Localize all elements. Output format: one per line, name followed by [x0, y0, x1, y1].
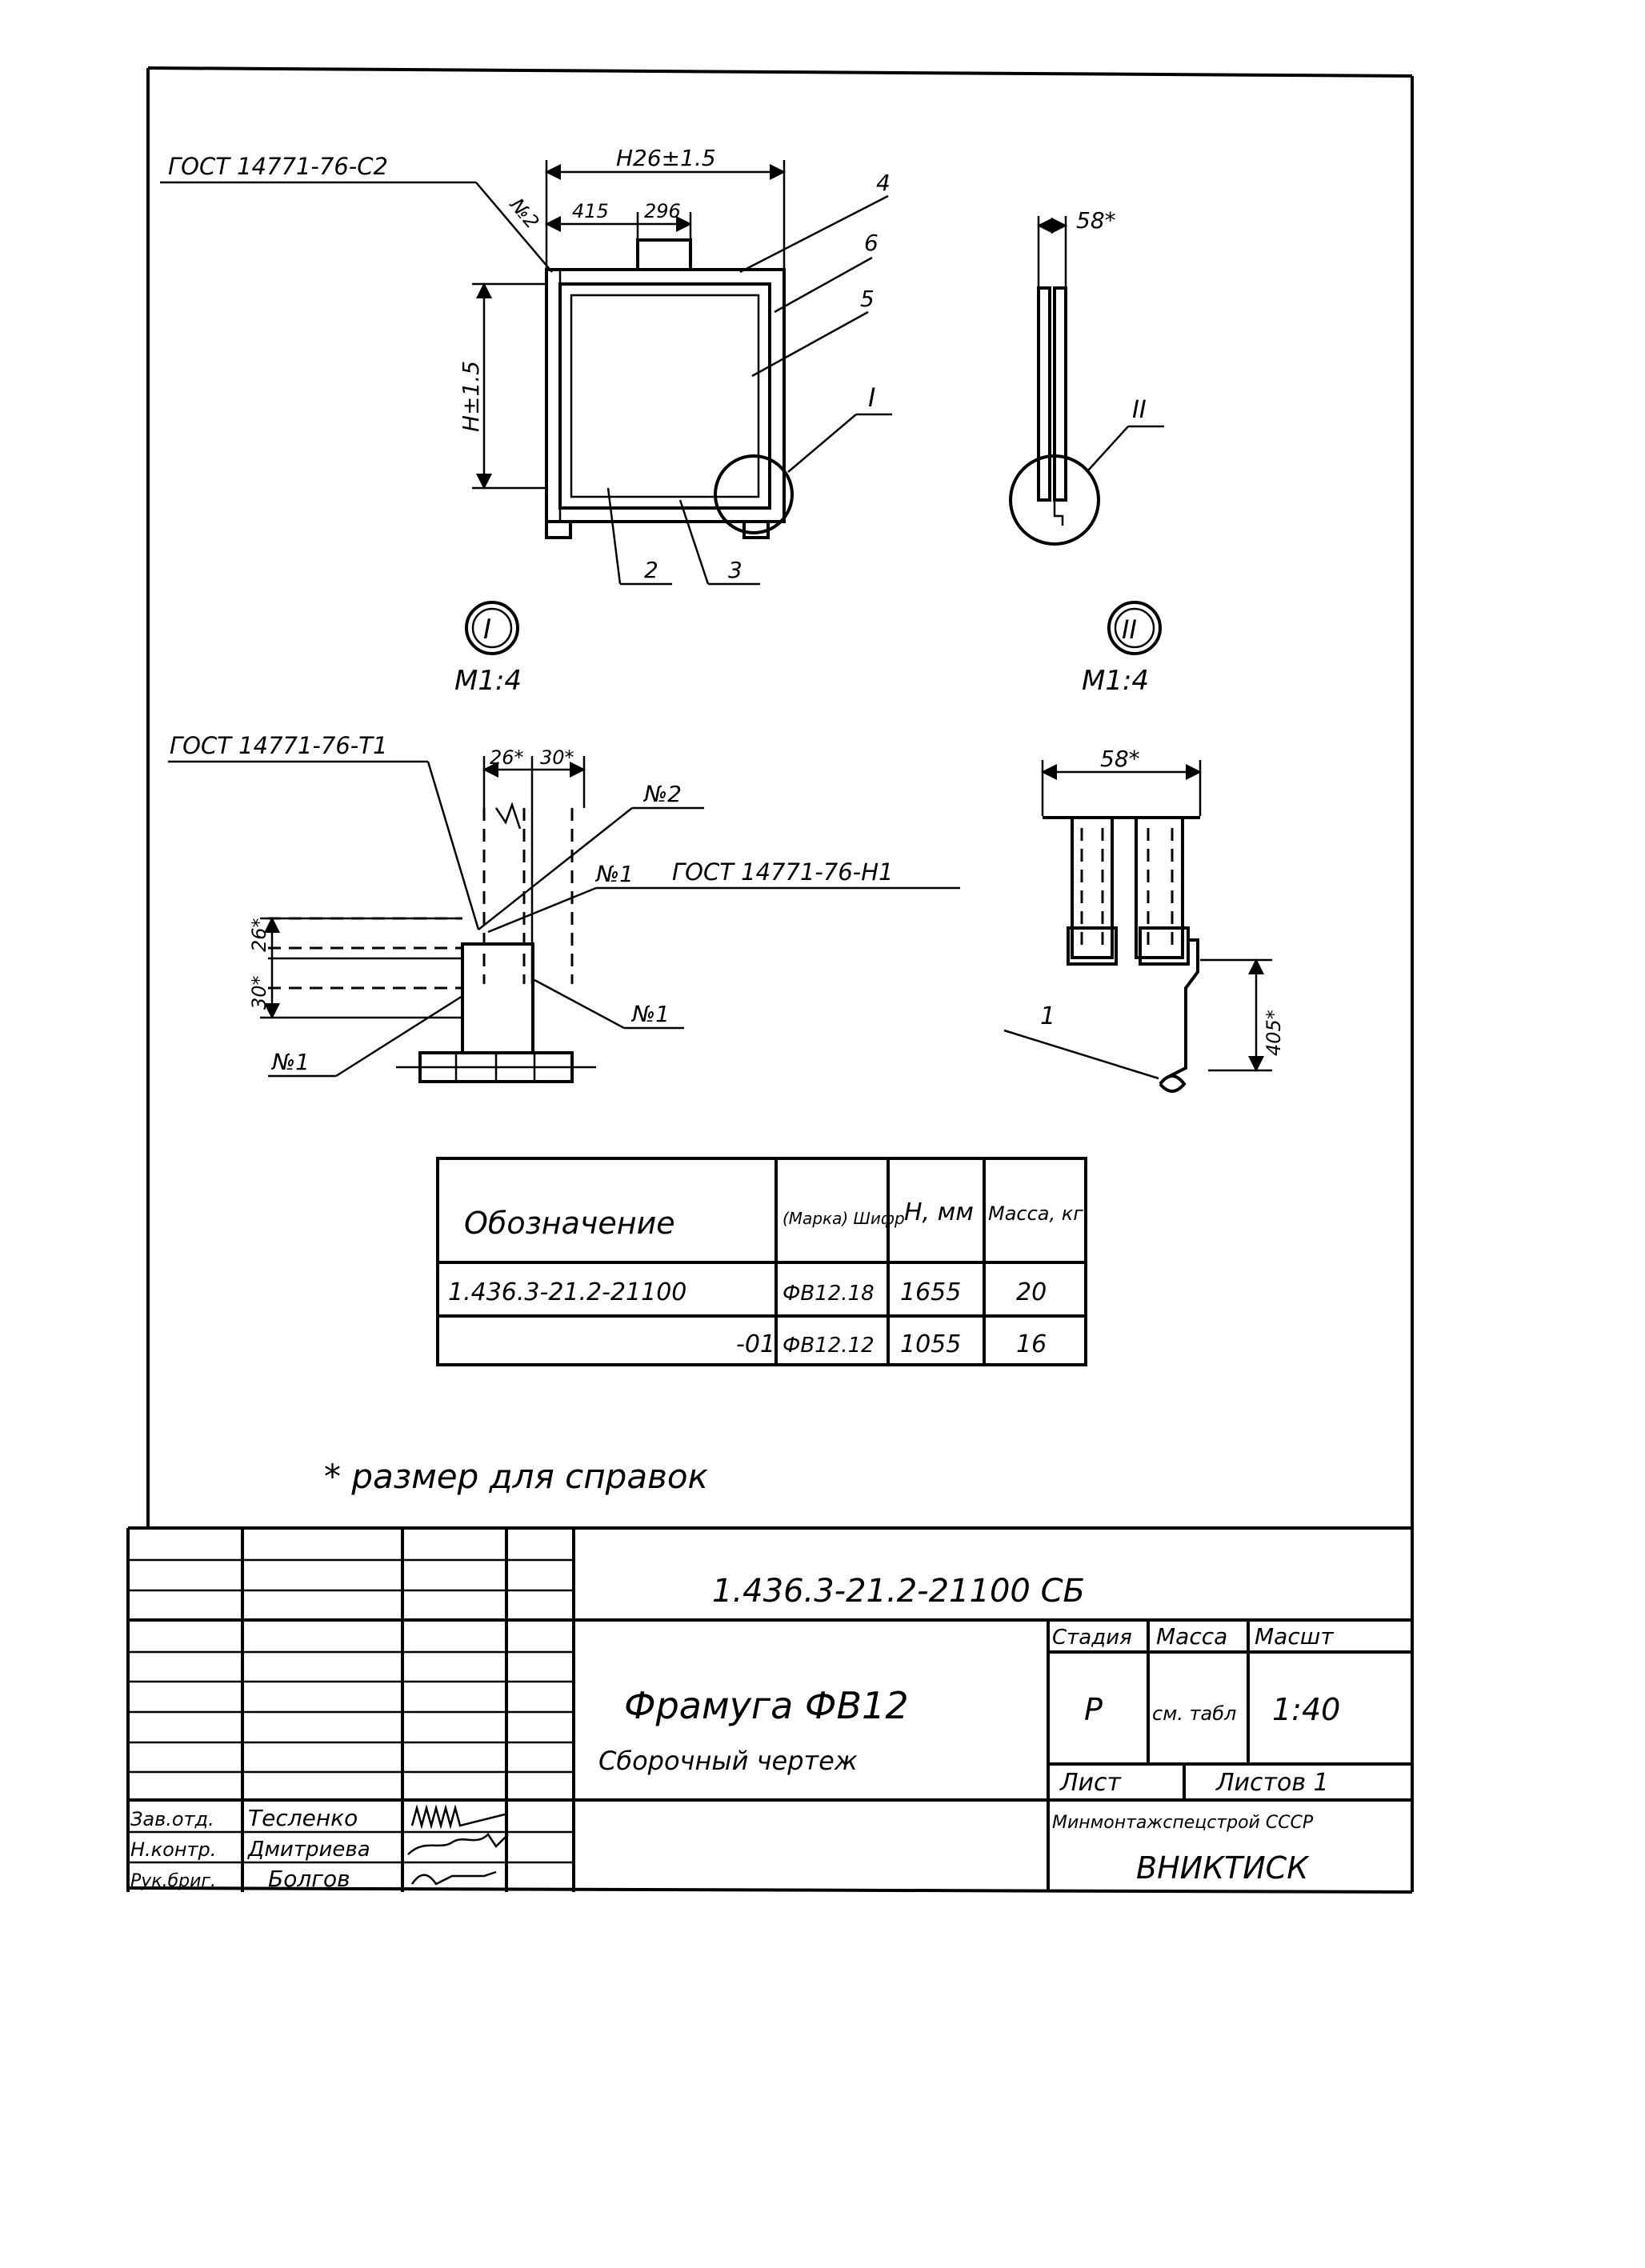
spec-row1-designation: 1.436.3-21.2-21100 — [448, 1278, 686, 1306]
signer-name-3: Болгов — [268, 1866, 350, 1892]
signature-1 — [410, 1804, 509, 1830]
signer-name-2: Дмитриева — [247, 1838, 370, 1862]
stage-value: Р — [1084, 1692, 1103, 1727]
doc-code: 1.436.3-21.2-21100 СБ — [712, 1573, 1085, 1610]
detail-dim-26-label: 26* — [490, 746, 524, 769]
detail-dim-v30-label: 30* — [248, 975, 270, 1010]
frame-front-dimensions — [160, 160, 892, 586]
callout-II-roman: II — [1122, 614, 1137, 645]
sheet-label: Лист — [1059, 1769, 1123, 1797]
mass-header: Масса — [1156, 1623, 1227, 1650]
dim-415-label: 415 — [572, 200, 609, 222]
detail-I-labels: ГОСТ 14771-76-Т1 ГОСТ 14771-76-Н1 26* 30… — [170, 732, 894, 1075]
spec-row1-mass: 20 — [1016, 1278, 1047, 1306]
callout-I-scale: M1:4 — [454, 665, 522, 697]
detail2-leader-1-label: 1 — [1040, 1002, 1055, 1030]
leader-5-label: 5 — [860, 286, 875, 312]
scale-value: 1:40 — [1272, 1692, 1340, 1727]
side-section-II-label: II — [1132, 396, 1147, 424]
mass-value: см. табл — [1152, 1702, 1236, 1725]
signer-name-1: Тесленко — [248, 1805, 358, 1831]
spec-row2-height: 1055 — [900, 1330, 961, 1358]
sheet-frame — [127, 66, 1414, 1894]
frame-front-view — [545, 238, 786, 539]
spec-row1-height: 1655 — [900, 1278, 961, 1306]
frame-front-labels: ГОСТ 14771-76-С2 H26±1.5 415 296 №2 H±1.… — [168, 145, 891, 583]
frame-side-view — [1009, 216, 1164, 546]
detail2-dim-405-label: 405* — [1263, 1010, 1285, 1056]
spec-table-text: Обозначение (Марка) Шифр Н, мм Масса, кг… — [448, 1198, 1083, 1358]
reference-note: * размер для справок — [324, 1457, 709, 1496]
weld-n1-left-label: №1 — [270, 1049, 310, 1075]
weld-n2-label: №2 — [505, 193, 544, 233]
title-line2: Сборочный чертеж — [598, 1746, 858, 1776]
callout-I: I M1:4 — [454, 601, 522, 697]
callout-I-roman: I — [483, 614, 491, 646]
detail-II-drawing — [1003, 760, 1272, 1093]
leader-4-label: 4 — [876, 170, 891, 196]
leader-I-label: I — [868, 382, 875, 413]
title-line1: Фрамуга ФВ12 — [624, 1684, 909, 1727]
spec-row2-mass: 16 — [1016, 1330, 1047, 1358]
spec-row1-mark: ФВ12.18 — [782, 1282, 875, 1306]
org-name-1: Минмонтажспецстрой СССР — [1052, 1813, 1314, 1833]
signer-role-3: Рук.бриг. — [130, 1871, 216, 1891]
callout-II-scale: M1:4 — [1082, 665, 1149, 697]
spec-header-height: Н, мм — [904, 1198, 974, 1226]
sheets-label: Листов 1 — [1215, 1769, 1329, 1797]
detail-dim-v26-label: 26* — [248, 918, 270, 952]
gost-c2-label: ГОСТ 14771-76-С2 — [168, 153, 388, 180]
scale-header: Масшт — [1255, 1623, 1334, 1650]
signer-role-1: Зав.отд. — [130, 1808, 214, 1830]
spec-header-designation: Обозначение — [464, 1206, 675, 1241]
weld-n1-top-label: №1 — [594, 861, 634, 887]
title-block — [126, 1526, 1412, 1892]
detail2-dim-58-label: 58* — [1100, 746, 1140, 772]
signature-2 — [407, 1833, 509, 1855]
dim-height-label: H±1.5 — [458, 361, 484, 432]
weld-n2-detail-label: №2 — [642, 781, 682, 807]
title-block-text: 1.436.3-21.2-21100 СБ Фрамуга ФВ12 Сборо… — [130, 1573, 1340, 1892]
detail-I-drawing — [168, 756, 960, 1083]
spec-table — [436, 1157, 1087, 1366]
callout-II: II M1:4 — [1082, 601, 1162, 697]
gost-h1-label: ГОСТ 14771-76-Н1 — [672, 858, 894, 886]
leader-3-label: 3 — [728, 557, 742, 583]
dim-296-label: 296 — [644, 200, 681, 222]
spec-row2-mark: ФВ12.12 — [782, 1334, 875, 1358]
leader-6-label: 6 — [864, 230, 879, 256]
detail-dim-30-label: 30* — [540, 746, 574, 769]
side-dim-58-label: 58* — [1076, 207, 1116, 234]
signatures — [407, 1804, 509, 1886]
spec-header-mass: Масса, кг — [988, 1202, 1083, 1225]
stage-header: Стадия — [1052, 1626, 1132, 1650]
dim-width-label: H26±1.5 — [616, 145, 716, 171]
leader-2-label: 2 — [644, 557, 658, 583]
org-name-2: ВНИКТИСК — [1136, 1850, 1310, 1886]
signer-role-2: Н.контр. — [130, 1838, 216, 1861]
weld-n1-right-label: №1 — [630, 1001, 670, 1027]
signature-3 — [410, 1870, 497, 1886]
spec-header-mark: (Марка) Шифр — [782, 1209, 905, 1228]
gost-t1-label: ГОСТ 14771-76-Т1 — [170, 732, 387, 759]
spec-row2-designation: -01 — [736, 1330, 775, 1358]
